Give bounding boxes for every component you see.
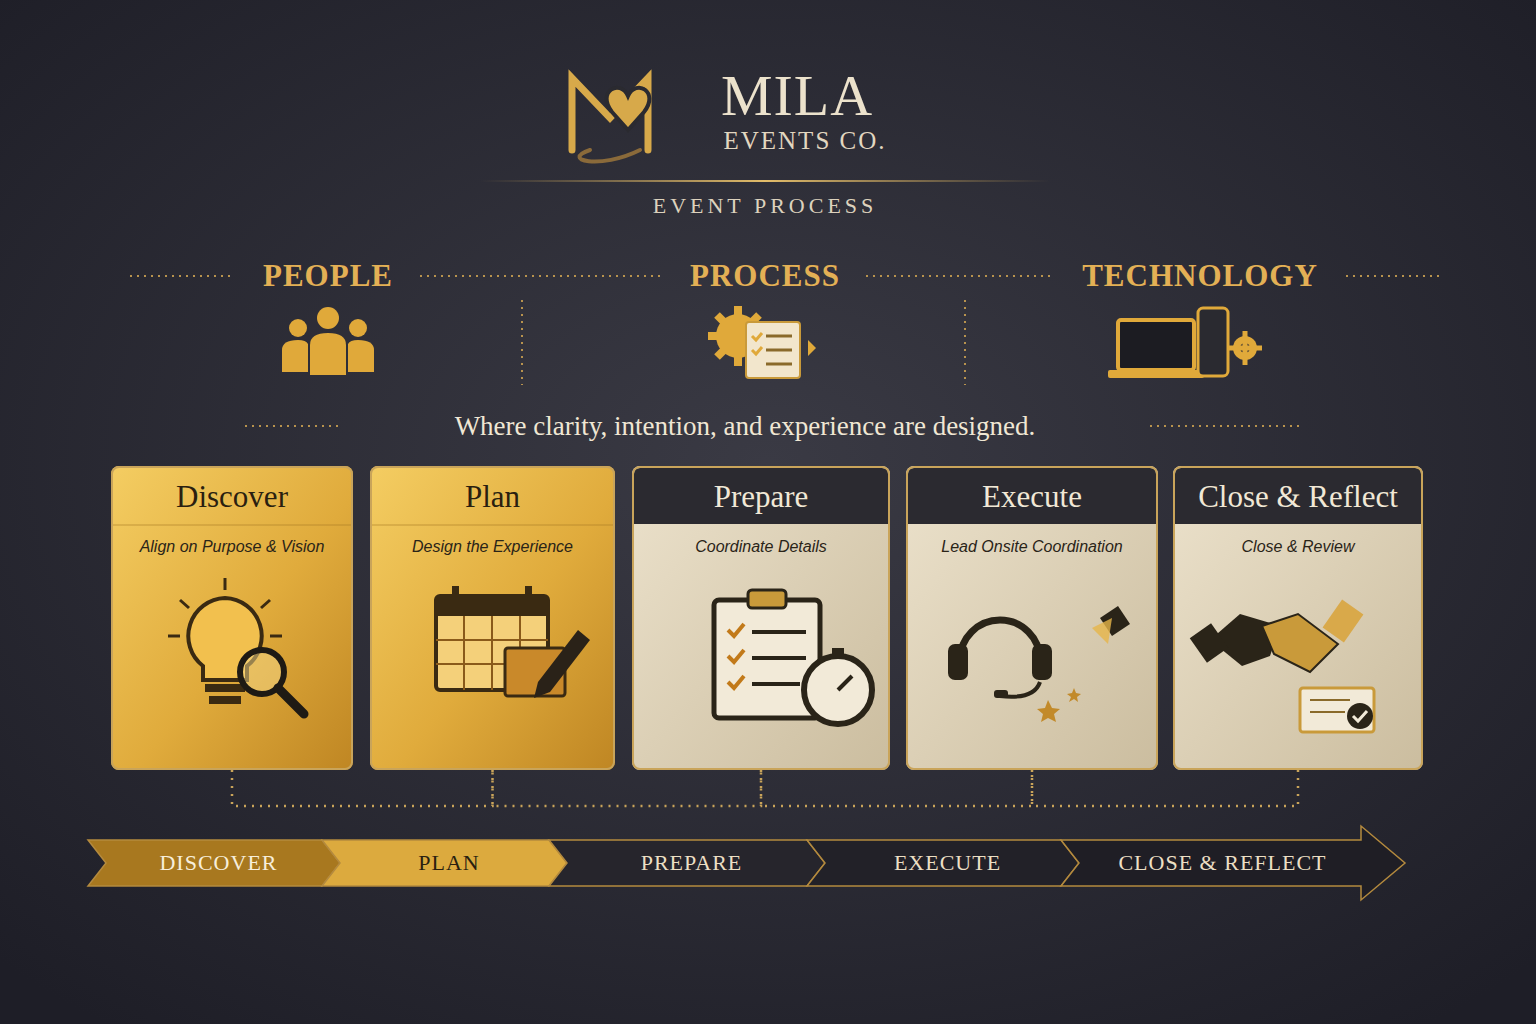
card-heading: Plan <box>465 468 520 526</box>
card-heading: Close & Reflect <box>1198 468 1398 526</box>
chevron-label-group: EXECUTE <box>885 850 1001 876</box>
card-subtitle: Lead Onsite Coordination <box>941 538 1122 556</box>
card-subtitle: Design the Experience <box>412 538 573 556</box>
chevron-label: DISCOVER <box>159 850 277 876</box>
chevron-outline <box>549 840 825 886</box>
diagram-title: EVENT PROCESS <box>653 193 878 219</box>
chevron-outline <box>88 840 340 886</box>
brand-subtitle: EVENTS CO. <box>723 127 886 155</box>
card-subtitle: Align on Purpose & Vision <box>140 538 325 556</box>
tagline: Where clarity, intention, and experience… <box>455 411 1036 442</box>
timeline-chevron: CLOSE & REFLECT <box>1061 840 1405 886</box>
chevron-outline <box>322 840 567 886</box>
phase-card: Close & ReflectClose & Review <box>1173 466 1423 770</box>
phase-card: ExecuteLead Onsite Coordination <box>906 466 1158 770</box>
chevron-label-group: CLOSE & REFLECT <box>1109 850 1356 876</box>
chevron-label: PREPARE <box>641 850 743 876</box>
chevron-outline <box>1061 826 1405 900</box>
chevron-label-group: PLAN <box>409 850 479 876</box>
phase-card: PlanDesign the Experience <box>370 466 615 770</box>
chevron-label: EXECUTE <box>894 850 1001 876</box>
dotted-connector <box>232 770 493 806</box>
brand-name: MILA <box>721 62 873 129</box>
chevron-outline <box>807 840 1079 886</box>
chevron-label: CLOSE & REFLECT <box>1118 850 1326 876</box>
card-heading: Discover <box>176 468 288 526</box>
chevron-label-group: DISCOVER <box>150 850 277 876</box>
dotted-connector <box>493 770 762 806</box>
timeline-chevron: DISCOVER <box>88 840 340 886</box>
phase-card: PrepareCoordinate Details <box>632 466 890 770</box>
card-subtitle: Coordinate Details <box>695 538 827 556</box>
dotted-connector <box>1032 770 1298 806</box>
phase-card: DiscoverAlign on Purpose & Vision <box>111 466 353 770</box>
dotted-connector <box>761 770 1032 806</box>
card-subtitle: Close & Review <box>1242 538 1355 556</box>
timeline-chevron: PLAN <box>322 840 567 886</box>
pillar-heading: TECHNOLOGY <box>1082 258 1318 294</box>
card-heading: Prepare <box>714 468 809 526</box>
pillar-heading: PROCESS <box>690 258 840 294</box>
chevron-label: PLAN <box>418 850 479 876</box>
chevron-label-group: PREPARE <box>632 850 743 876</box>
timeline-chevron: EXECUTE <box>807 840 1079 886</box>
card-heading: Execute <box>982 468 1082 526</box>
timeline-chevron: PREPARE <box>549 840 825 886</box>
pillar-heading: PEOPLE <box>263 258 393 294</box>
